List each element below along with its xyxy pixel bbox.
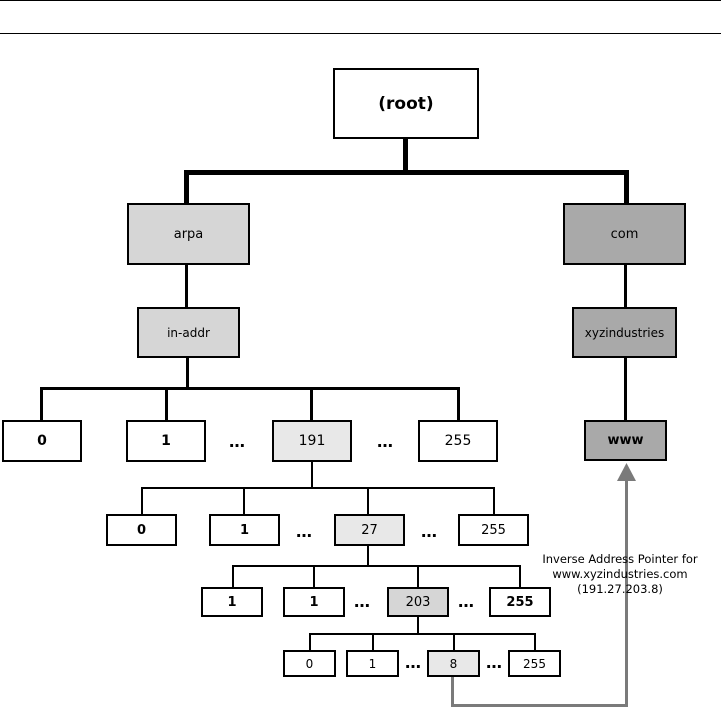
node-arpa: arpa [127,203,250,265]
level1-ellipsis-right: … [377,432,394,451]
node-www: www [584,420,667,461]
arrowhead-icon [617,463,636,481]
level4-ellipsis-right: … [486,653,503,672]
level1-ellipsis-left: … [229,432,246,451]
level4-node-8: 8 [427,650,480,677]
node-com: com [563,203,686,265]
node-xyzindustries: xyzindustries [572,307,677,358]
level2-node-27: 27 [334,514,405,546]
inverse-pointer-caption: Inverse Address Pointer for www.xyzindus… [520,552,720,597]
level3-node-1a: 1 [201,587,263,617]
level3-ellipsis-right: … [458,592,475,611]
node-in-addr: in-addr [137,307,240,358]
level2-node-1: 1 [209,514,280,546]
caption-line-1: Inverse Address Pointer for [542,552,698,566]
header-rule [0,33,721,34]
level2-ellipsis-left: … [296,522,313,541]
top-rule [0,0,721,1]
level4-node-255: 255 [508,650,561,677]
level2-node-255: 255 [458,514,529,546]
level4-node-0: 0 [283,650,336,677]
level1-node-1: 1 [126,420,206,462]
level2-node-0: 0 [106,514,177,546]
level4-ellipsis-left: … [405,653,422,672]
level3-node-203: 203 [387,587,449,617]
level2-ellipsis-right: … [421,522,438,541]
level3-ellipsis-left: … [354,592,371,611]
level1-node-255: 255 [418,420,498,462]
level1-node-191: 191 [272,420,352,462]
level3-node-255: 255 [489,587,551,617]
level3-node-1b: 1 [283,587,345,617]
node-root: (root) [333,68,479,139]
caption-line-2: www.xyzindustries.com [552,567,688,581]
level4-node-1: 1 [346,650,399,677]
caption-line-3: (191.27.203.8) [577,582,663,596]
level1-node-0: 0 [2,420,82,462]
